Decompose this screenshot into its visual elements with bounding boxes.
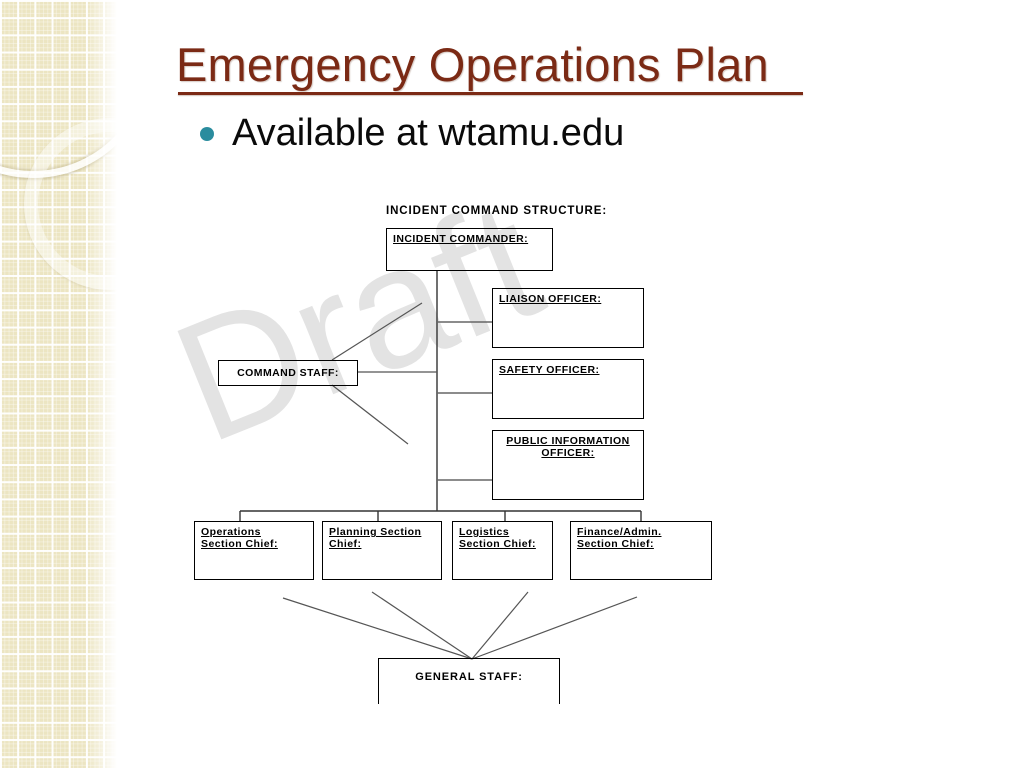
node-command-staff: COMMAND STAFF: [218,360,358,386]
node-logistics-section-chief: Logistics Section Chief: [452,521,553,580]
node-label: PUBLIC INFORMATION OFFICER: [506,435,630,460]
node-label: Planning Section Chief: [329,526,422,551]
node-safety-officer: SAFETY OFFICER: [492,359,644,419]
node-label: INCIDENT COMMANDER: [393,233,529,245]
node-public-information-officer: PUBLIC INFORMATION OFFICER: [492,430,644,500]
node-liaison-officer: LIAISON OFFICER: [492,288,644,348]
node-planning-section-chief: Planning Section Chief: [322,521,442,580]
bullet-point-icon [200,126,214,141]
node-label: Operations Section Chief: [201,526,278,551]
node-incident-commander: INCIDENT COMMANDER: [386,228,553,271]
node-general-staff: GENERAL STAFF: [378,658,560,704]
node-label: GENERAL STAFF: [415,671,523,683]
title-underline-rule [178,92,803,95]
sidebar-decoration [0,0,118,768]
bullet-item-label: Available at wtamu.edu [232,112,625,154]
node-finance-admin-section-chief: Finance/Admin. Section Chief: [570,521,712,580]
bullet-list-item: Available at wtamu.edu [200,112,624,155]
diagram-heading: INCIDENT COMMAND STRUCTURE: [386,205,608,217]
node-label: Logistics Section Chief: [459,526,536,551]
node-label: Finance/Admin. Section Chief: [577,526,662,551]
page-title: Emergency Operations Plan [176,38,769,91]
node-operations-section-chief: Operations Section Chief: [194,521,314,580]
node-label: SAFETY OFFICER: [499,364,600,376]
node-label: COMMAND STAFF: [237,366,339,379]
node-label: LIAISON OFFICER: [499,293,602,305]
